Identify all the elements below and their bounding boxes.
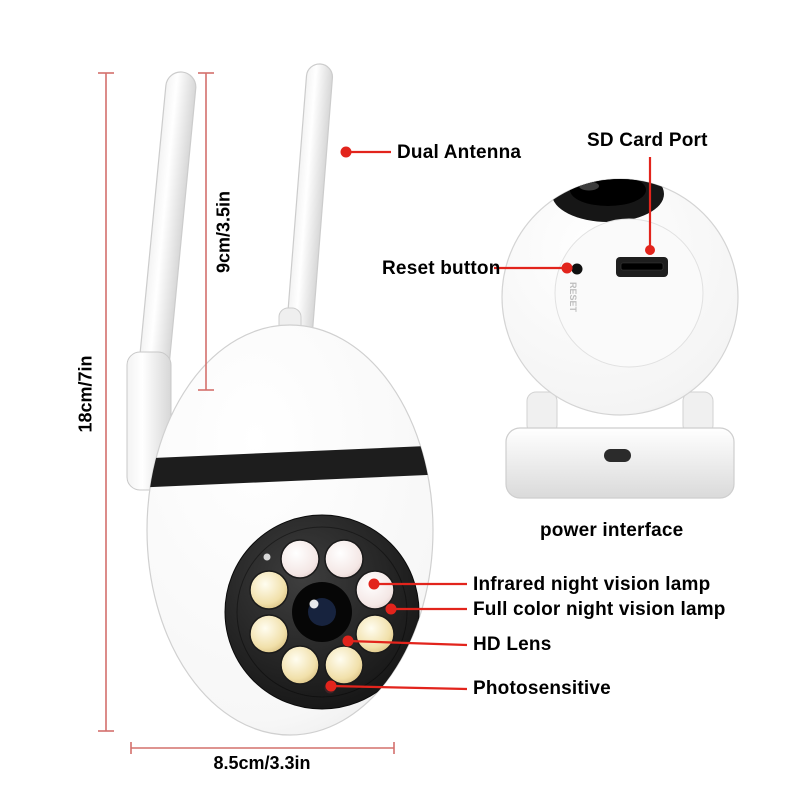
mount-base	[505, 427, 735, 499]
full-color-lamp-label: Full color night vision lamp	[473, 599, 726, 620]
dual-antenna-label: Dual Antenna	[397, 142, 522, 163]
full-color-lamp	[249, 614, 289, 654]
infrared-lamp	[355, 570, 395, 610]
reset-engraving: RESET	[568, 282, 578, 313]
antenna-height-dimension: 9cm/3.5in	[213, 190, 234, 274]
back-camera: RESET	[501, 178, 739, 499]
full-color-lamp	[324, 645, 364, 685]
power-interface-label: power interface	[540, 520, 684, 541]
base-width-dimension: 8.5cm/3.3in	[213, 753, 311, 773]
total-height-dimension: 18cm/7in	[75, 355, 96, 433]
lens-cap-top	[552, 179, 664, 222]
reset-hole	[571, 263, 583, 275]
full-color-lamp	[249, 570, 289, 610]
sd-card-slot	[616, 257, 668, 277]
photosensitive-label: Photosensitive	[473, 678, 611, 699]
infrared-lamp	[280, 539, 320, 579]
infrared-lamp	[324, 539, 364, 579]
front-camera	[126, 63, 434, 736]
infrared-lamp-label: Infrared night vision lamp	[473, 574, 711, 595]
mic-hole	[263, 553, 271, 561]
reset-button-label: Reset button	[382, 258, 501, 279]
back-panel	[554, 218, 704, 368]
lens-glint	[309, 599, 319, 609]
callout-leader-lines	[325, 146, 655, 692]
camera-face	[224, 514, 420, 710]
full-color-lamp	[280, 645, 320, 685]
hd-lens-label: HD Lens	[473, 634, 552, 655]
power-port	[604, 449, 631, 462]
sd-card-port-label: SD Card Port	[587, 130, 708, 151]
full-color-lamp	[355, 614, 395, 654]
dimension-lines	[98, 72, 395, 754]
body-band	[147, 445, 433, 488]
antenna-left	[137, 71, 197, 394]
